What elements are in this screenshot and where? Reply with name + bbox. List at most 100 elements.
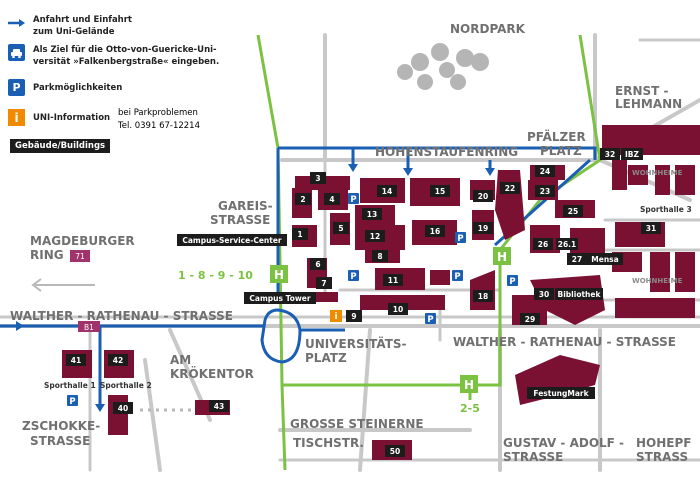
svg-text:P: P [350,272,356,282]
svg-text:STRASSE: STRASSE [503,450,563,464]
building-number-labels: 2 3 4 1 5 6 7 8 9 10 11 12 13 14 15 16 1… [71,150,656,456]
sporthalle-1-label: Sporthalle 1 [44,381,96,390]
bldg-15: 15 [435,187,445,196]
bldg-43: 43 [214,402,224,411]
bldg-19: 19 [478,224,488,233]
bldg-6: 6 [315,260,320,269]
street-labels: NORDPARK ERNST - LEHMANN HOHENSTAUFENRIN… [10,22,691,464]
bldg-26: 26 [538,240,548,249]
ring-arrow-head [31,278,42,292]
bldg-32: 32 [605,150,615,159]
sporthalle-2-label: Sporthalle 2 [100,381,152,390]
svg-text:KRÖKENTOR: KRÖKENTOR [170,366,254,381]
bldg-11: 11 [388,276,398,285]
label-campus-tower: Campus Tower [249,294,310,303]
legend-info-label: UNI-Information [33,113,111,123]
info-icon: i [8,109,25,126]
tram-stops: H H H [270,247,511,393]
bldg-18: 18 [478,292,488,301]
buildings-legend-label: Gebäude/Buildings [10,139,111,153]
bldg-50: 50 [390,447,400,456]
bldg-10: 10 [393,305,403,314]
svg-text:PLATZ: PLATZ [540,144,582,158]
bldg-12: 12 [370,232,380,241]
bldg-16: 16 [430,227,440,236]
svg-text:NORDPARK: NORDPARK [450,22,526,36]
label-bibliothek: Bibliothek [558,290,602,299]
bldg-31: 31 [646,224,656,233]
svg-text:P: P [350,195,356,205]
legend-destination-line-1: Als Ziel für die Otto-von-Guericke-Uni- [33,45,217,55]
svg-text:71: 71 [75,252,85,261]
svg-text:H: H [464,378,474,392]
svg-text:WALTHER - RATHENAU - STRASSE: WALTHER - RATHENAU - STRASSE [453,335,676,349]
svg-text:P: P [69,397,75,407]
svg-text:GUSTAV - ADOLF -: GUSTAV - ADOLF - [503,436,624,450]
parking-icon: P [8,79,25,96]
bldg-23: 23 [540,187,550,196]
svg-text:STRASS: STRASS [636,450,688,464]
bldg-25: 25 [568,207,578,216]
legend-parking-problems: bei Parkproblemen Tel. 0391 67-12214 [118,107,200,133]
bldg-13: 13 [367,210,377,219]
svg-text:MAGDEBURGER: MAGDEBURGER [30,234,135,248]
bldg-1: 1 [297,230,302,239]
bldg-41: 41 [71,356,81,365]
bldg-26-1: 26.1 [558,240,577,249]
bldg-27: 27 [572,255,582,264]
bldg-42: 42 [113,356,123,365]
bldg-14: 14 [382,187,392,196]
legend-parking: P Parkmöglichkeiten [8,79,122,96]
svg-text:PFÄLZER: PFÄLZER [527,129,586,144]
svg-text:HOHEPF: HOHEPF [636,436,691,450]
parking-problems-text: bei Parkproblemen [118,108,198,118]
svg-text:GAREIS-: GAREIS- [218,199,273,213]
svg-text:AM: AM [170,353,191,367]
svg-text:WALTHER - RATHENAU - STRASSE: WALTHER - RATHENAU - STRASSE [10,309,233,323]
bldg-7: 7 [321,279,326,288]
svg-text:GROSSE STEINERNE: GROSSE STEINERNE [290,417,424,431]
wohnheime-label-1: WOHNHEIME [632,169,683,177]
svg-text:PLATZ: PLATZ [305,351,347,365]
svg-text:ZSCHOKKE-: ZSCHOKKE- [22,419,100,433]
svg-text:RING: RING [30,248,64,262]
svg-text:STRASSE: STRASSE [30,434,90,448]
svg-text:B1: B1 [84,323,94,332]
svg-text:P: P [509,277,515,287]
label-festungmark: FestungMark [533,389,589,398]
svg-text:P: P [457,234,463,244]
ring-badge [70,250,90,262]
bldg-24: 24 [540,167,550,176]
bldg-29: 29 [525,315,535,324]
bldg-8: 8 [377,252,382,261]
label-campus-service: Campus-Service-Center [182,236,282,245]
legend-parking-label: Parkmöglichkeiten [33,83,123,93]
legend-destination: Als Ziel für die Otto-von-Guericke-Uni- … [8,44,219,68]
phone-number: Tel. 0391 67-12214 [118,121,200,131]
legend-destination-line-2: versität »Falkenbergstraße« eingeben. [33,57,220,67]
uni-info-marker [330,310,342,322]
route-arrowheads [16,164,495,412]
bldg-30: 30 [539,290,549,299]
car-icon [8,44,25,61]
legend-route: Anfahrt und Einfahrt zum Uni-Gelände [8,14,132,38]
bldg-3: 3 [315,174,320,183]
svg-text:ERNST -: ERNST - [615,84,668,98]
uni-info-marker-symbol: i [334,312,337,322]
bldg-22: 22 [505,184,515,193]
trees [397,43,489,90]
label-ibz: IBZ [625,150,640,159]
bldg-4: 4 [329,195,334,204]
sporthalle-3-label: Sporthalle 3 [640,205,692,214]
legend-route-line-1: Anfahrt und Einfahrt [33,15,132,25]
svg-text:P: P [454,272,460,282]
building-number-tags [66,148,661,457]
route-arrow-icon [8,14,25,31]
bldg-9: 9 [351,312,356,321]
svg-text:TISCHSTR.: TISCHSTR. [293,436,364,450]
legend-route-line-2: zum Uni-Gelände [33,27,115,37]
tram-lines-left: 1 - 8 - 9 - 10 [178,269,253,282]
svg-text:H: H [497,250,507,264]
svg-text:STRASSE: STRASSE [210,213,270,227]
